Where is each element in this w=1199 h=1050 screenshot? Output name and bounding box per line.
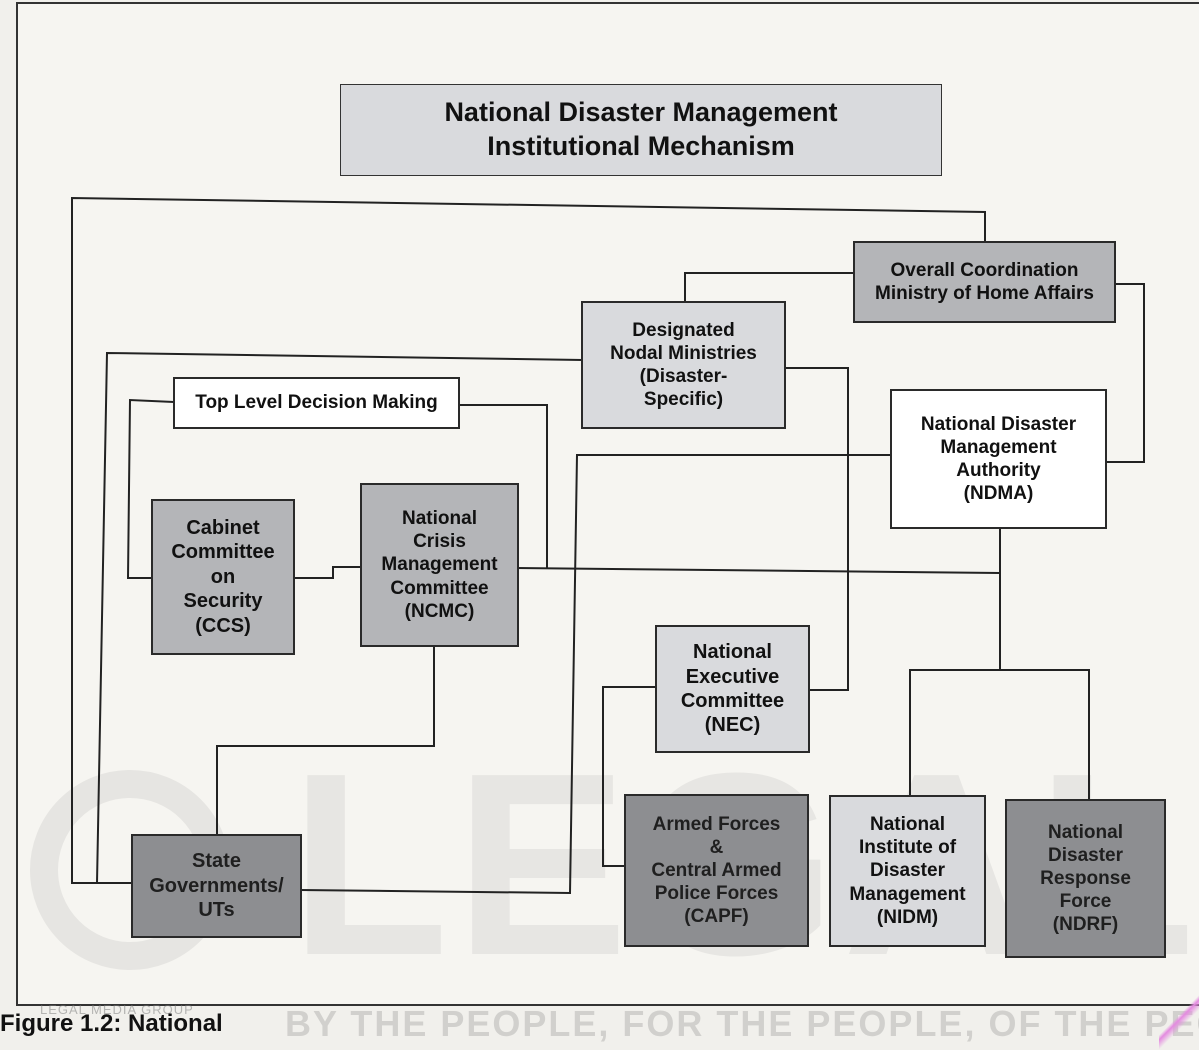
node-state-governments: State Governments/ UTs bbox=[131, 834, 302, 938]
node-nec: National Executive Committee (NEC) bbox=[655, 625, 810, 753]
node-top-level-decision: Top Level Decision Making bbox=[173, 377, 460, 429]
node-moha: Overall Coordination Ministry of Home Af… bbox=[853, 241, 1116, 323]
node-nidm: National Institute of Disaster Managemen… bbox=[829, 795, 986, 947]
node-nodal-ministries: Designated Nodal Ministries (Disaster- S… bbox=[581, 301, 786, 429]
node-ndrf: National Disaster Response Force (NDRF) bbox=[1005, 799, 1166, 958]
node-capf: Armed Forces & Central Armed Police Forc… bbox=[624, 794, 809, 947]
diagram-title: National Disaster Management Institution… bbox=[340, 84, 942, 176]
node-ccs: Cabinet Committee on Security (CCS) bbox=[151, 499, 295, 655]
node-ncmc: National Crisis Management Committee (NC… bbox=[360, 483, 519, 647]
figure-caption: Figure 1.2: National bbox=[0, 1010, 223, 1037]
watermark-slogan: BY THE PEOPLE, FOR THE PEOPLE, OF THE PE… bbox=[285, 1003, 1199, 1044]
watermark-group-text: LEGAL MEDIA GROUP bbox=[40, 1002, 194, 1017]
node-ndma: National Disaster Management Authority (… bbox=[890, 389, 1107, 529]
corner-mark bbox=[1159, 990, 1199, 1050]
